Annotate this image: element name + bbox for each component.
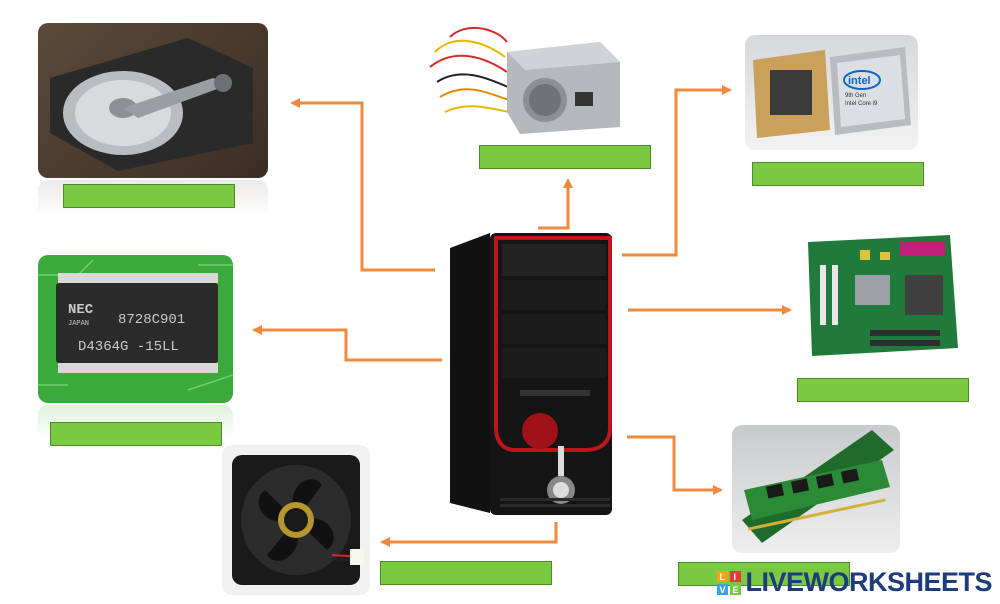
- cpu-image: intel 9th Gen Intel Core i9: [745, 35, 918, 150]
- arrow-to-cooling-fan: [380, 522, 558, 547]
- arrow-to-memory-chip: [252, 325, 442, 362]
- hard-drive-image: [38, 23, 268, 178]
- arrow-to-ram: [627, 435, 723, 495]
- hard-drive-answer-box[interactable]: [63, 184, 235, 208]
- memory-chip-image: NEC JAPAN 8728C901 D4364G -15LL: [38, 255, 233, 403]
- ram-image: [732, 425, 900, 553]
- chip-origin-text: JAPAN: [68, 320, 89, 328]
- badge-letter-i: I: [734, 572, 737, 582]
- liveworksheets-logo-text: LIVEWORKSHEETS: [745, 567, 992, 597]
- badge-letter-l: L: [720, 572, 726, 582]
- power-supply-answer-box[interactable]: [479, 145, 651, 169]
- arrow-to-hard-drive: [290, 98, 435, 272]
- cooling-fan-image: [222, 445, 370, 595]
- cpu-brand-text: intel: [848, 75, 871, 87]
- arrow-to-cpu: [622, 85, 732, 257]
- chip-part-text: D4364G -15LL: [78, 339, 179, 355]
- cpu-model-text: Intel Core i9: [845, 101, 878, 107]
- motherboard-answer-box[interactable]: [797, 378, 969, 402]
- cpu-answer-box[interactable]: [752, 162, 924, 186]
- badge-letter-v: V: [720, 585, 726, 595]
- ram-answer-box[interactable]: [678, 562, 850, 586]
- liveworksheets-logo: L I V E LIVEWORKSHEETS: [717, 567, 992, 598]
- chip-maker-text: NEC: [68, 302, 94, 318]
- cpu-generation-text: 9th Gen: [845, 93, 866, 99]
- badge-letter-e: E: [733, 585, 739, 595]
- chip-code-text: 8728C901: [118, 312, 185, 328]
- cooling-fan-answer-box[interactable]: [380, 561, 552, 585]
- memory-chip-answer-box[interactable]: [50, 422, 222, 446]
- arrow-to-power-supply: [538, 178, 573, 230]
- liveworksheets-badge-icon: L I V E: [717, 570, 742, 595]
- motherboard-image: [800, 230, 960, 360]
- power-supply-image: [425, 12, 625, 137]
- computer-tower-image: [440, 228, 620, 520]
